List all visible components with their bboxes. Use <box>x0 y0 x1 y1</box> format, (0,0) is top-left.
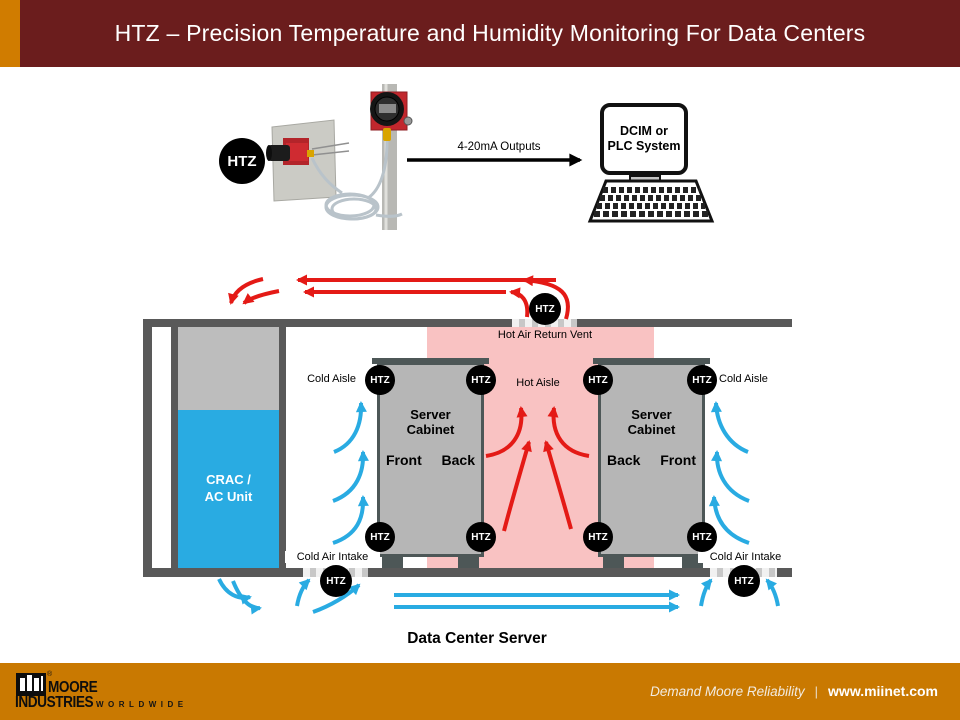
footer-tagline: Demand Moore Reliability <box>650 684 805 699</box>
htz-sensor-badge-cab2-bottom-left: HTZ <box>583 522 613 552</box>
diagram-caption: Data Center Server <box>407 630 547 647</box>
cabinet-right-foot <box>603 557 624 568</box>
brand-worldwide: WORLDWIDE <box>96 700 188 709</box>
crac-left-wall <box>171 327 178 568</box>
ceiling <box>143 319 792 327</box>
cabinet-right-front-label: Front <box>660 452 696 468</box>
cabinet-left-line2: Cabinet <box>406 422 455 438</box>
htz-sensor-badge-cab1-bottom-left: HTZ <box>365 522 395 552</box>
cabinet-left-foot <box>458 557 479 568</box>
left-wall <box>143 319 152 577</box>
cabinet-left-back-label: Back <box>441 452 475 468</box>
cabinet-left-front-label: Front <box>386 452 422 468</box>
crac-right-wall <box>279 327 286 568</box>
crac-ac-unit: CRAC / AC Unit <box>178 410 279 568</box>
htz-sensor-badge-floor-right: HTZ <box>728 565 760 597</box>
cabinet-left-cap <box>372 358 489 364</box>
dcim-line1: DCIM or <box>620 124 668 138</box>
cabinet-right-title: Server Cabinet <box>601 407 702 438</box>
htz-sensor-badge-cab1-top-left: HTZ <box>365 365 395 395</box>
server-cabinet-right: Server Cabinet Back Front <box>598 362 705 557</box>
raised-floor <box>143 568 792 577</box>
crac-line1: CRAC / <box>206 472 251 488</box>
dcim-plc-monitor: DCIM or PLC System <box>600 103 688 175</box>
htz-sensor-badge-cab1-top-right: HTZ <box>466 365 496 395</box>
crac-line2: AC Unit <box>204 489 253 504</box>
output-signal-label: 4-20mA Outputs <box>457 141 541 153</box>
footer-separator: | <box>814 684 819 699</box>
cabinet-right-line2: Cabinet <box>627 422 676 438</box>
keyboard-art <box>587 179 715 223</box>
cold-aisle-right-label: Cold Aisle <box>719 373 768 385</box>
footer-bar <box>0 663 960 720</box>
return-air-plenum <box>178 327 279 410</box>
htz-sensor-badge-cab2-top-right: HTZ <box>687 365 717 395</box>
cabinet-left-line1: Server <box>410 407 451 422</box>
htz-sensor-badge-floor-left: HTZ <box>320 565 352 597</box>
footer-right: Demand Moore Reliability | www.miinet.co… <box>650 683 938 699</box>
registered-mark: ® <box>47 671 53 678</box>
cabinet-right-foot <box>682 557 703 568</box>
dcim-line2: PLC System <box>607 139 681 153</box>
cabinet-right-line1: Server <box>631 407 672 422</box>
cold-air-intake-right-label: Cold Air Intake <box>698 551 793 563</box>
hot-aisle-label: Hot Aisle <box>516 377 560 389</box>
htz-sensor-badge-cab2-top-left: HTZ <box>583 365 613 395</box>
htz-sensor-photo <box>266 84 413 230</box>
monitor-stand <box>629 175 661 182</box>
hot-air-return-vent-label: Hot Air Return Vent <box>497 329 593 341</box>
cabinet-left-title: Server Cabinet <box>380 407 481 438</box>
page-title: HTZ – Precision Temperature and Humidity… <box>114 20 866 46</box>
server-cabinet-left: Server Cabinet Front Back <box>377 362 484 557</box>
htz-sensor-badge-vent: HTZ <box>529 293 561 325</box>
cabinet-right-back-label: Back <box>607 452 641 468</box>
accent-stripe <box>0 0 20 67</box>
cold-aisle-left-label: Cold Aisle <box>307 373 356 385</box>
htz-product-badge: HTZ <box>219 138 265 184</box>
cabinet-right-cap <box>593 358 710 364</box>
cabinet-left-foot <box>382 557 403 568</box>
cold-air-intake-left-label: Cold Air Intake <box>285 551 380 563</box>
footer-url[interactable]: www.miinet.com <box>828 683 938 699</box>
brand-industries: INDUSTRIES <box>15 694 94 711</box>
htz-sensor-badge-cab1-bottom-right: HTZ <box>466 522 496 552</box>
header-bar <box>0 0 960 67</box>
htz-sensor-badge-cab2-bottom-right: HTZ <box>687 522 717 552</box>
brand-moore: MOORE <box>48 679 98 696</box>
